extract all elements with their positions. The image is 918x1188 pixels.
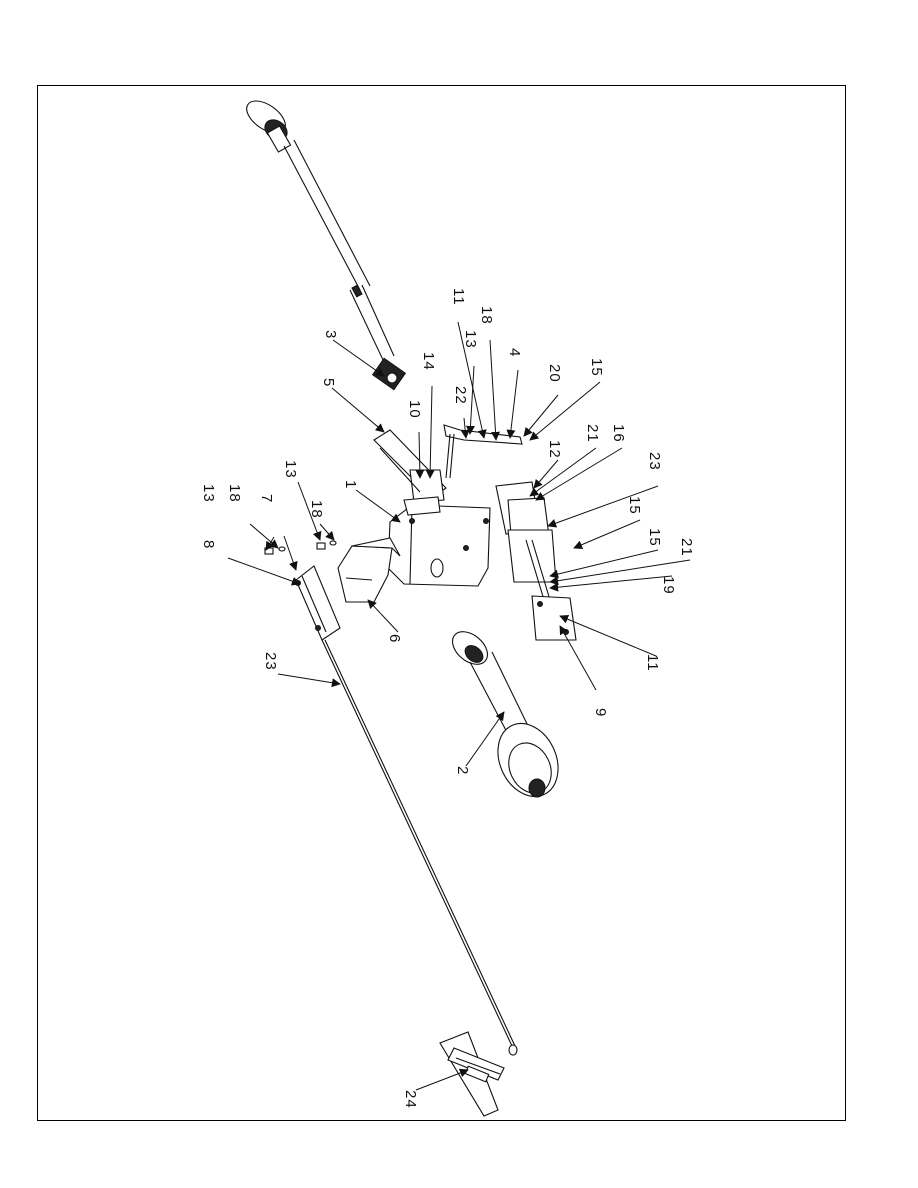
callout-5: 5 — [320, 378, 337, 387]
callout-11-upper: 11 — [450, 288, 467, 306]
bottom-bracket — [439, 1031, 505, 1117]
callout-15-lower: 15 — [646, 528, 663, 547]
callout-20-lower: 21 — [678, 538, 695, 557]
callout-16: 16 — [610, 424, 627, 443]
callout-13-upper: 13 — [462, 330, 479, 349]
callout-18-left-a: 18 — [226, 484, 243, 503]
callout-22-lower: 23 — [646, 452, 663, 471]
callout-10: 10 — [406, 400, 423, 419]
callout-1: 1 — [342, 480, 359, 489]
callout-13-left-b: 13 — [282, 460, 299, 479]
callout-12: 12 — [546, 440, 563, 459]
callout-labels: 3 5 1 10 14 22 13 11 18 4 20 15 12 21 16… — [200, 288, 695, 1109]
callout-15-upper: 15 — [588, 358, 605, 377]
mount-block — [337, 537, 401, 603]
gearbox — [387, 504, 491, 587]
leader-lines — [227, 321, 691, 1091]
upper-driveshaft — [246, 100, 407, 391]
callout-4: 4 — [506, 348, 523, 357]
gearbox-bracket — [373, 429, 447, 516]
callout-18-left-b: 18 — [308, 500, 325, 519]
callout-13-left-a: 13 — [200, 484, 217, 503]
callout-21: 21 — [584, 424, 601, 443]
drawing-frame — [37, 85, 846, 1121]
callout-7: 7 — [258, 494, 275, 503]
lower-driveshaft — [451, 631, 559, 798]
callout-17: 14 — [420, 352, 437, 371]
callout-8: 8 — [200, 540, 217, 549]
callout-2: 2 — [454, 766, 471, 775]
callout-3: 3 — [322, 330, 339, 339]
callout-6: 6 — [386, 634, 403, 643]
left-plate — [264, 540, 341, 641]
callout-22-upper: 22 — [452, 386, 469, 405]
callout-11-lower: 11 — [644, 654, 661, 672]
callout-24: 24 — [402, 1090, 419, 1109]
callout-19-lower: 19 — [660, 576, 677, 595]
callout-14: 15 — [626, 496, 643, 515]
long-rod — [321, 639, 518, 1056]
callout-9: 9 — [592, 708, 609, 717]
callout-19-upper: 18 — [478, 306, 495, 325]
callout-20-upper: 20 — [546, 364, 563, 383]
callout-23: 23 — [262, 652, 279, 671]
